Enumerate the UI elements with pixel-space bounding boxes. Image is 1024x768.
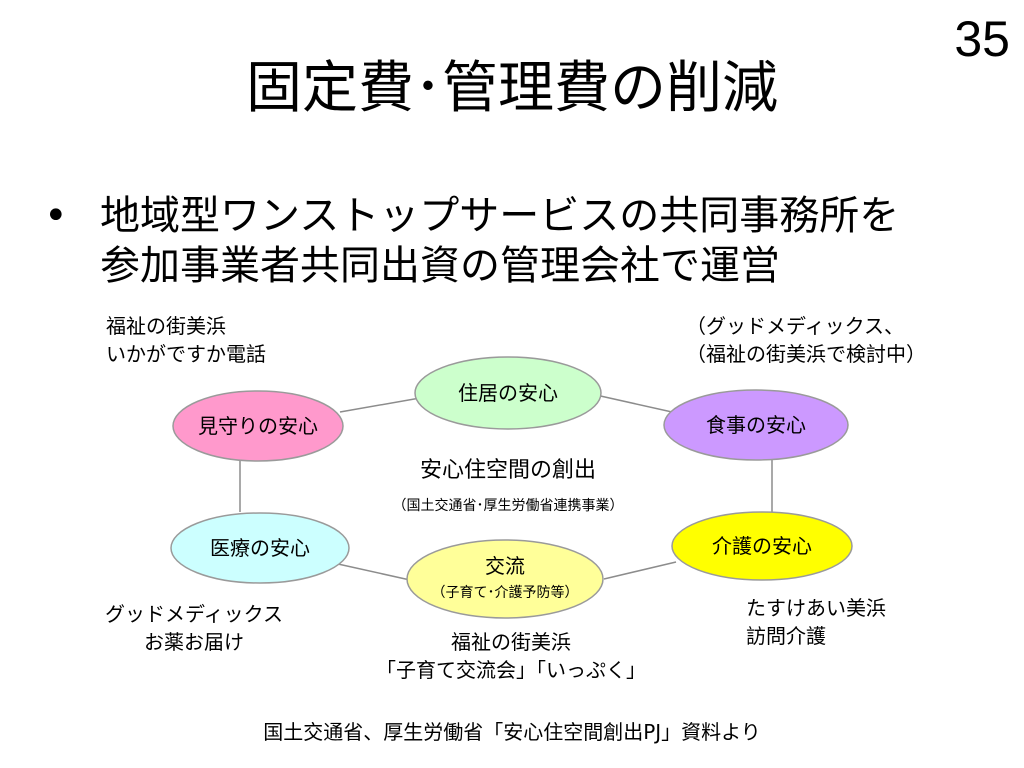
annotation-bottom-right: たすけあい美浜 訪問介護 [746,594,886,650]
node-exchange-shape [406,539,604,619]
node-medical: 医療の安心 [170,512,350,584]
annotation-line: 福祉の街美浜 [106,314,226,338]
node-exchange-sublabel: （子育て･介護予防等） [432,584,579,601]
node-exchange: 交流 （子育て･介護予防等） [406,539,604,619]
node-care-shape [671,511,853,581]
node-care: 介護の安心 [671,511,853,581]
annotation-line: 福祉の街美浜 [451,630,571,654]
node-care-label: 介護の安心 [712,534,812,558]
bullet-line-2: 参加事業者共同出資の管理会社で運営 [100,243,780,289]
diagram-center-title: 安心住空間の創出 [420,458,596,483]
annotation-bottom-center: 福祉の街美浜 「子育て交流会」「いっぷく」 [356,628,666,684]
annotation-line: グッドメディックス [105,602,283,626]
node-watch-label: 見守りの安心 [198,414,318,438]
bullet-icon: • [44,193,68,239]
annotation-line: 訪問介護 [746,624,826,648]
source-note: 国土交通省、厚生労働省「安心住空間創出PJ」資料より [263,720,761,744]
diagram-center-subtitle: （国土交通省･厚生労働省連携事業） [393,497,624,514]
slide-title: 固定費･管理費の削減 [246,56,778,121]
node-exchange-label: 交流 [485,554,525,578]
annotation-line: たすけあい美浜 [746,596,886,620]
node-meal-label: 食事の安心 [706,413,806,437]
node-meal-shape [663,389,849,461]
page-number: 35 [954,11,1010,67]
node-medical-label: 医療の安心 [210,536,310,560]
annotation-line: 「子育て交流会」「いっぷく」 [376,658,646,682]
annotation-line: （グッドメディックス、 [686,314,904,338]
bullet-line-1: 地域型ワンストップサービスの共同事務所を [100,193,900,239]
annotation-top-right: （グッドメディックス、 （福祉の街美浜で検討中） [686,312,926,368]
node-medical-shape [170,512,350,584]
node-watch-shape [172,390,344,462]
connector-medical-exchange [337,563,411,581]
connector-housing-meal [595,394,673,413]
node-watch: 見守りの安心 [172,390,344,462]
node-housing-label: 住居の安心 [458,381,558,405]
annotation-line: いかがですか電話 [106,342,266,366]
annotation-top-left: 福祉の街美浜 いかがですか電話 [106,312,266,368]
annotation-line: お薬お届け [144,630,244,654]
node-housing: 住居の安心 [414,356,602,430]
annotation-line: （福祉の街美浜で検討中） [686,342,926,366]
diagram-connectors [239,394,773,581]
node-meal: 食事の安心 [663,389,849,461]
node-housing-shape [414,356,602,430]
annotation-bottom-left: グッドメディックス お薬お届け [96,600,292,656]
connector-exchange-care [603,561,677,580]
connector-watch-housing [339,397,421,413]
